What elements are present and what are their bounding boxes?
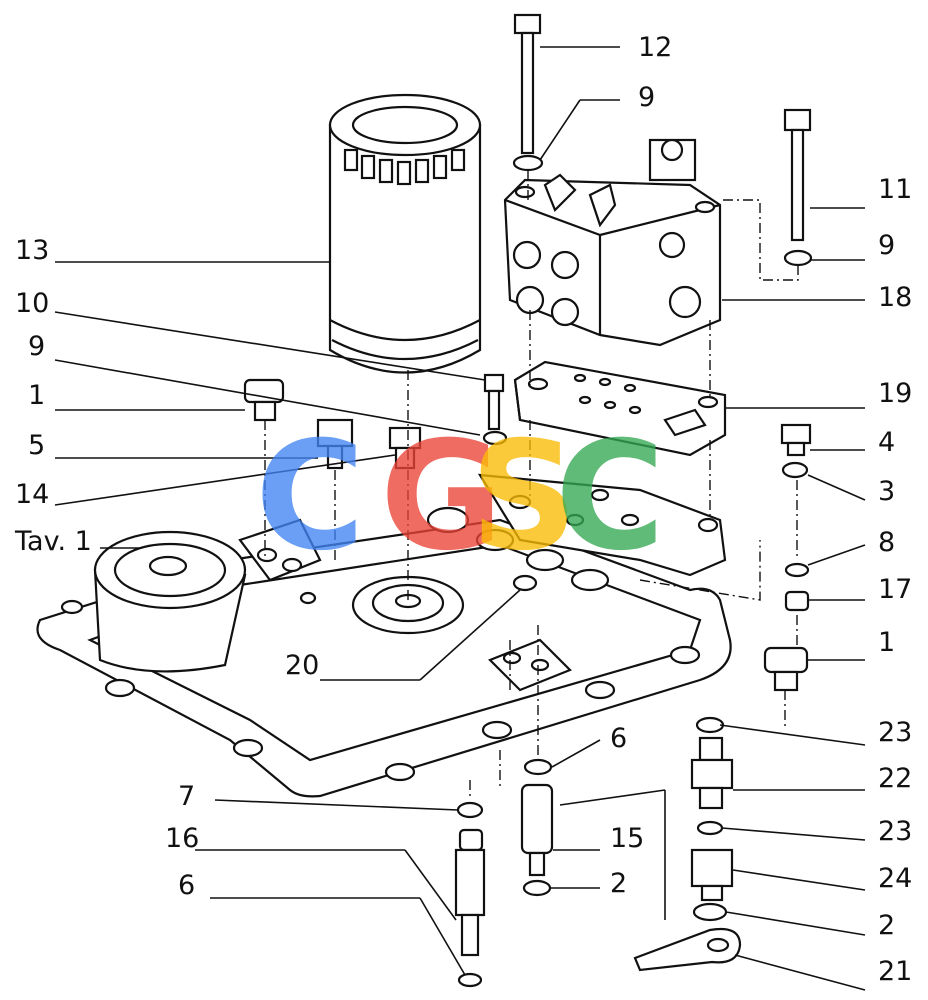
pin-16: [454, 828, 486, 988]
callout-1-bottom: 1: [878, 627, 896, 658]
plug-4: [780, 423, 812, 479]
watermark-letter: C: [555, 410, 665, 584]
callout-17: 17: [878, 574, 913, 605]
callout-9-right: 9: [878, 230, 896, 261]
oil-pan: [36, 473, 732, 798]
callout-23-bottom: 23: [878, 816, 913, 847]
watermark-letter: C: [255, 410, 365, 584]
callout-6-bottom: 6: [178, 870, 196, 901]
callout-5: 5: [28, 430, 46, 461]
callout-10: 10: [15, 288, 50, 319]
bolt-11: [783, 108, 813, 267]
oil-filter: [328, 93, 482, 374]
plug-1-top: [243, 378, 285, 422]
bolt-10: [482, 373, 508, 446]
plug-1-bottom: [763, 646, 809, 692]
callout-9-top: 9: [638, 82, 656, 113]
callout-2-center: 2: [610, 868, 628, 899]
nut-24: [690, 848, 734, 922]
washer-20: [512, 574, 538, 592]
fitting-22: [690, 716, 734, 836]
watermark-cgsc: C G S C: [255, 410, 665, 584]
callout-12: 12: [638, 32, 673, 63]
callout-21: 21: [878, 956, 913, 987]
callout-19: 19: [878, 378, 913, 409]
seal-7: [456, 801, 484, 819]
bolt-12: [512, 13, 544, 172]
valve-block: [503, 138, 722, 347]
callout-18: 18: [878, 282, 913, 313]
bolt-5: [316, 418, 354, 470]
callout-2-right: 2: [878, 910, 896, 941]
watermark-letter: S: [470, 410, 578, 584]
plug-17: [784, 562, 810, 612]
leader-lines: [54, 46, 866, 991]
callout-3: 3: [878, 476, 896, 507]
callout-15: 15: [610, 823, 645, 854]
callout-tav-1: Tav. 1: [15, 526, 92, 557]
adapter-plate: [513, 360, 727, 457]
callout-4: 4: [878, 427, 896, 458]
callout-11: 11: [878, 174, 913, 205]
callout-9-left: 9: [28, 331, 46, 362]
callout-16: 16: [165, 823, 200, 854]
callout-24: 24: [878, 863, 913, 894]
seal-6-top: [523, 758, 553, 776]
callout-8: 8: [878, 527, 896, 558]
fitting-14: [388, 426, 422, 470]
callout-6-top: 6: [610, 723, 628, 754]
callout-1-top: 1: [28, 380, 46, 411]
pin-15: [520, 783, 554, 897]
callout-14: 14: [15, 479, 50, 510]
callout-22: 22: [878, 763, 913, 794]
assembly-axes: [264, 170, 799, 800]
watermark-letter: G: [380, 410, 503, 584]
callout-23-top: 23: [878, 717, 913, 748]
callout-13: 13: [15, 235, 50, 266]
callout-7: 7: [178, 781, 196, 812]
callout-20: 20: [285, 650, 320, 681]
clamp-21: [633, 927, 742, 972]
